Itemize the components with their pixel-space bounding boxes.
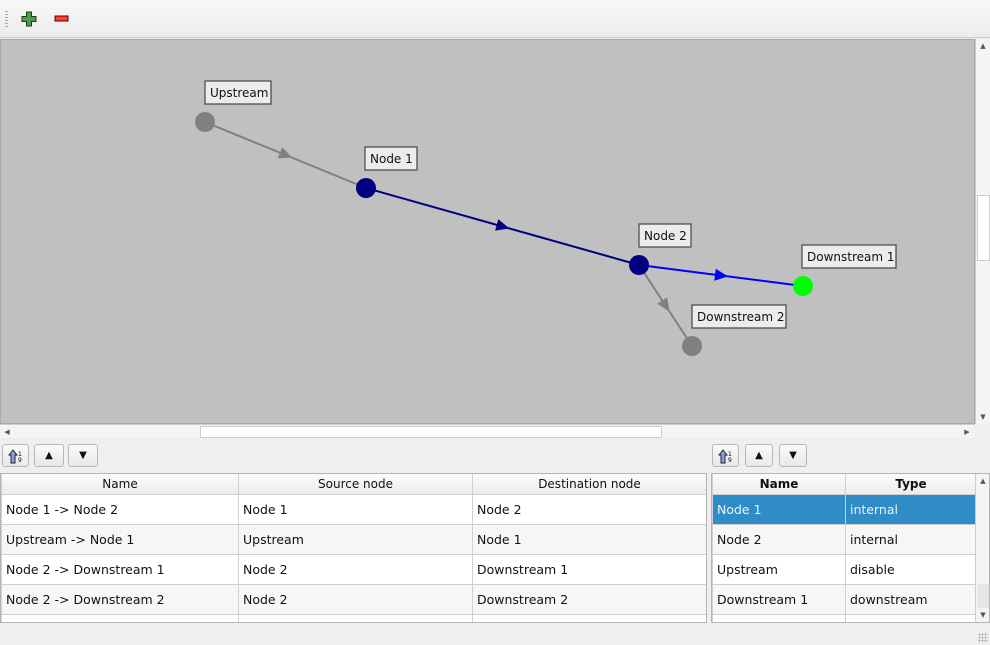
- move-connection-up-button[interactable]: ▲: [34, 444, 64, 467]
- table-cell[interactable]: internal: [845, 493, 977, 525]
- edge-arrow-icon: [657, 297, 670, 312]
- sort-icon: 19: [717, 448, 732, 464]
- table-cell[interactable]: Upstream: [712, 553, 846, 585]
- toolbar-grip[interactable]: [5, 11, 8, 27]
- scroll-up-icon[interactable]: ▲: [980, 42, 986, 50]
- node-label-box[interactable]: [204, 80, 272, 105]
- table-cell[interactable]: disable: [845, 553, 977, 585]
- arrow-down-icon: ▼: [789, 450, 797, 461]
- vertical-scrollbar[interactable]: ▲ ▼: [975, 39, 990, 424]
- table-cell[interactable]: Node 1: [238, 493, 473, 525]
- table-cell[interactable]: Node 1: [712, 493, 846, 525]
- move-node-down-button[interactable]: ▼: [779, 444, 807, 467]
- column-header-destination[interactable]: Destination node: [472, 474, 706, 495]
- column-header-source[interactable]: Source node: [238, 474, 473, 495]
- graph-node-down2[interactable]: [682, 336, 702, 356]
- edge-arrow-icon: [495, 219, 510, 231]
- scroll-down-icon[interactable]: ▼: [980, 611, 986, 619]
- column-header-type[interactable]: Type: [845, 474, 977, 495]
- node-label-box[interactable]: [691, 304, 787, 329]
- empty-row: [1, 613, 706, 622]
- scroll-up-icon[interactable]: ▲: [980, 477, 986, 485]
- table-cell[interactable]: Node 1: [472, 523, 706, 555]
- node-label-box[interactable]: [364, 146, 418, 171]
- table-cell[interactable]: Downstream 1: [712, 583, 846, 615]
- horizontal-scrollbar[interactable]: ◀ ▶: [0, 424, 975, 438]
- node-label: Upstream: [210, 86, 268, 100]
- graph-node-upstream[interactable]: [195, 112, 215, 132]
- add-node-button[interactable]: [18, 8, 40, 30]
- table-cell[interactable]: Upstream -> Node 1: [1, 523, 239, 555]
- sort-icon: 19: [7, 448, 22, 464]
- node-label: Node 2: [644, 229, 687, 243]
- graph-node-node2[interactable]: [629, 255, 649, 275]
- nodes-table-scrollbar[interactable]: ▲ ▼: [975, 474, 989, 622]
- table-cell[interactable]: Downstream 2: [472, 583, 706, 615]
- table-cell[interactable]: Node 2 -> Downstream 1: [1, 553, 239, 585]
- toolbar: [0, 0, 990, 38]
- table-cell[interactable]: Downstream 1: [472, 553, 706, 585]
- resize-grip[interactable]: [978, 633, 988, 643]
- node-label: Downstream 2: [697, 310, 785, 324]
- column-header-name[interactable]: Name: [1, 474, 239, 495]
- scroll-left-icon[interactable]: ◀: [4, 428, 10, 436]
- table-cell[interactable]: Upstream: [238, 523, 473, 555]
- arrow-up-icon: ▲: [755, 450, 763, 461]
- table-cell[interactable]: Node 2 -> Downstream 2: [1, 583, 239, 615]
- table-cell[interactable]: Node 2: [712, 523, 846, 555]
- scrollbar-thumb[interactable]: [977, 584, 989, 608]
- move-node-up-button[interactable]: ▲: [745, 444, 773, 467]
- node-label-box[interactable]: [638, 223, 692, 248]
- graph-node-down1[interactable]: [793, 276, 813, 296]
- column-header-name[interactable]: Name: [712, 474, 846, 495]
- edge-arrow-icon: [277, 147, 292, 159]
- empty-row: [712, 613, 977, 622]
- table-cell[interactable]: internal: [845, 523, 977, 555]
- svg-text:9: 9: [18, 457, 22, 464]
- arrow-down-icon: ▼: [79, 450, 87, 461]
- table-cell[interactable]: Node 2: [238, 583, 473, 615]
- table-cell[interactable]: Node 2: [472, 493, 706, 525]
- node-label-box[interactable]: [801, 244, 897, 269]
- table-cell[interactable]: Node 2: [238, 553, 473, 585]
- scrollbar-thumb[interactable]: [977, 195, 990, 261]
- arrow-up-icon: ▲: [45, 450, 53, 461]
- scroll-down-icon[interactable]: ▼: [980, 413, 986, 421]
- svg-text:9: 9: [728, 457, 732, 464]
- connections-table[interactable]: Name Source node Destination node Node 1…: [0, 473, 707, 623]
- table-cell[interactable]: downstream: [845, 583, 977, 615]
- table-cell[interactable]: Node 1 -> Node 2: [1, 493, 239, 525]
- scroll-right-icon[interactable]: ▶: [964, 428, 970, 436]
- node-label: Node 1: [370, 152, 413, 166]
- node-label: Downstream 1: [807, 250, 895, 264]
- edge-arrow-icon: [714, 268, 728, 281]
- scrollbar-thumb[interactable]: [200, 426, 662, 438]
- remove-node-button[interactable]: [51, 8, 73, 30]
- minus-icon: [54, 15, 69, 22]
- svg-text:1: 1: [728, 451, 732, 458]
- svg-text:1: 1: [18, 451, 22, 458]
- graph-node-node1[interactable]: [356, 178, 376, 198]
- move-connection-down-button[interactable]: ▼: [68, 444, 98, 467]
- plus-icon: [21, 11, 37, 27]
